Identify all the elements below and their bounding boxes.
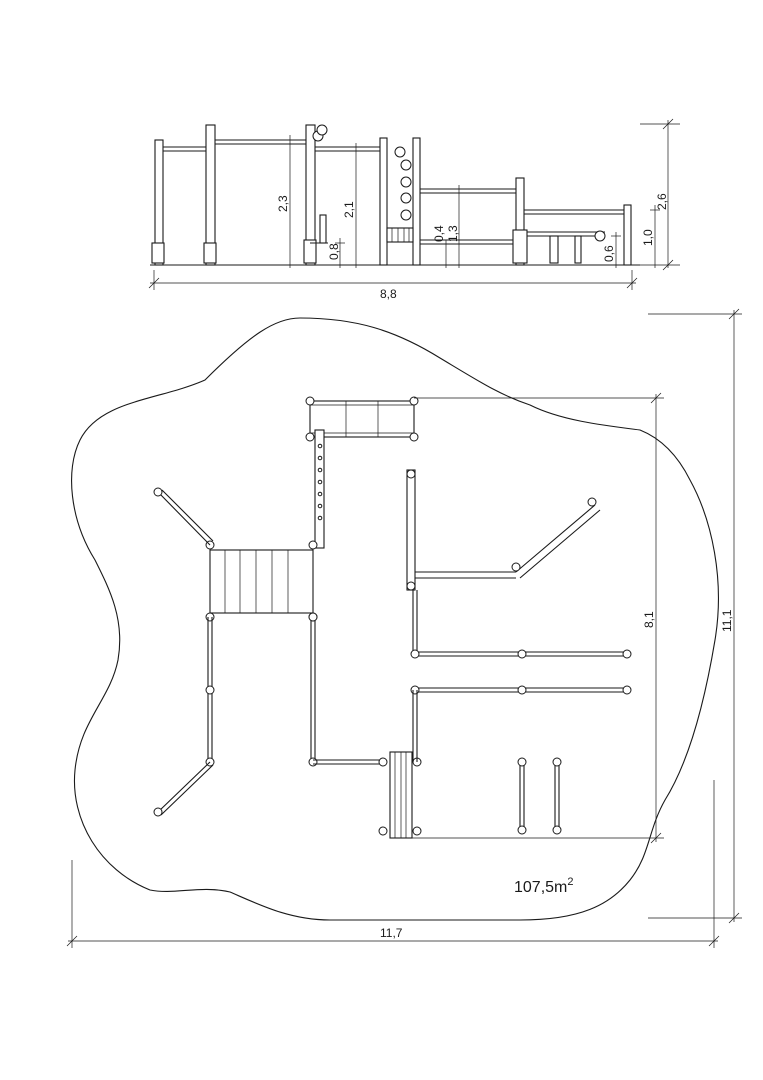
elevation-view <box>148 118 680 290</box>
dim-height-2-3: 2,3 <box>276 195 290 212</box>
dim-height-2-1: 2,1 <box>342 201 356 218</box>
dim-overall-width: 8,8 <box>380 287 397 301</box>
dim-height-1-3: 1,3 <box>446 225 460 242</box>
dim-height-1-0: 1,0 <box>641 229 655 246</box>
dim-plan-width: 11,7 <box>380 926 403 940</box>
dim-height-2-6: 2,6 <box>655 193 669 210</box>
dim-height-0-8: 0,8 <box>327 243 341 260</box>
plan-view <box>66 308 742 948</box>
area-exponent: 2 <box>567 876 573 888</box>
dim-height-0-4: 0,4 <box>432 225 446 242</box>
area-value: 107,5m <box>514 879 567 896</box>
safety-area-outline <box>71 317 719 921</box>
dim-height-0-6: 0,6 <box>602 245 616 262</box>
dim-inner-depth: 8,1 <box>642 611 656 628</box>
area-label: 107,5m2 <box>514 876 574 896</box>
dim-plan-height: 11,1 <box>720 609 734 632</box>
